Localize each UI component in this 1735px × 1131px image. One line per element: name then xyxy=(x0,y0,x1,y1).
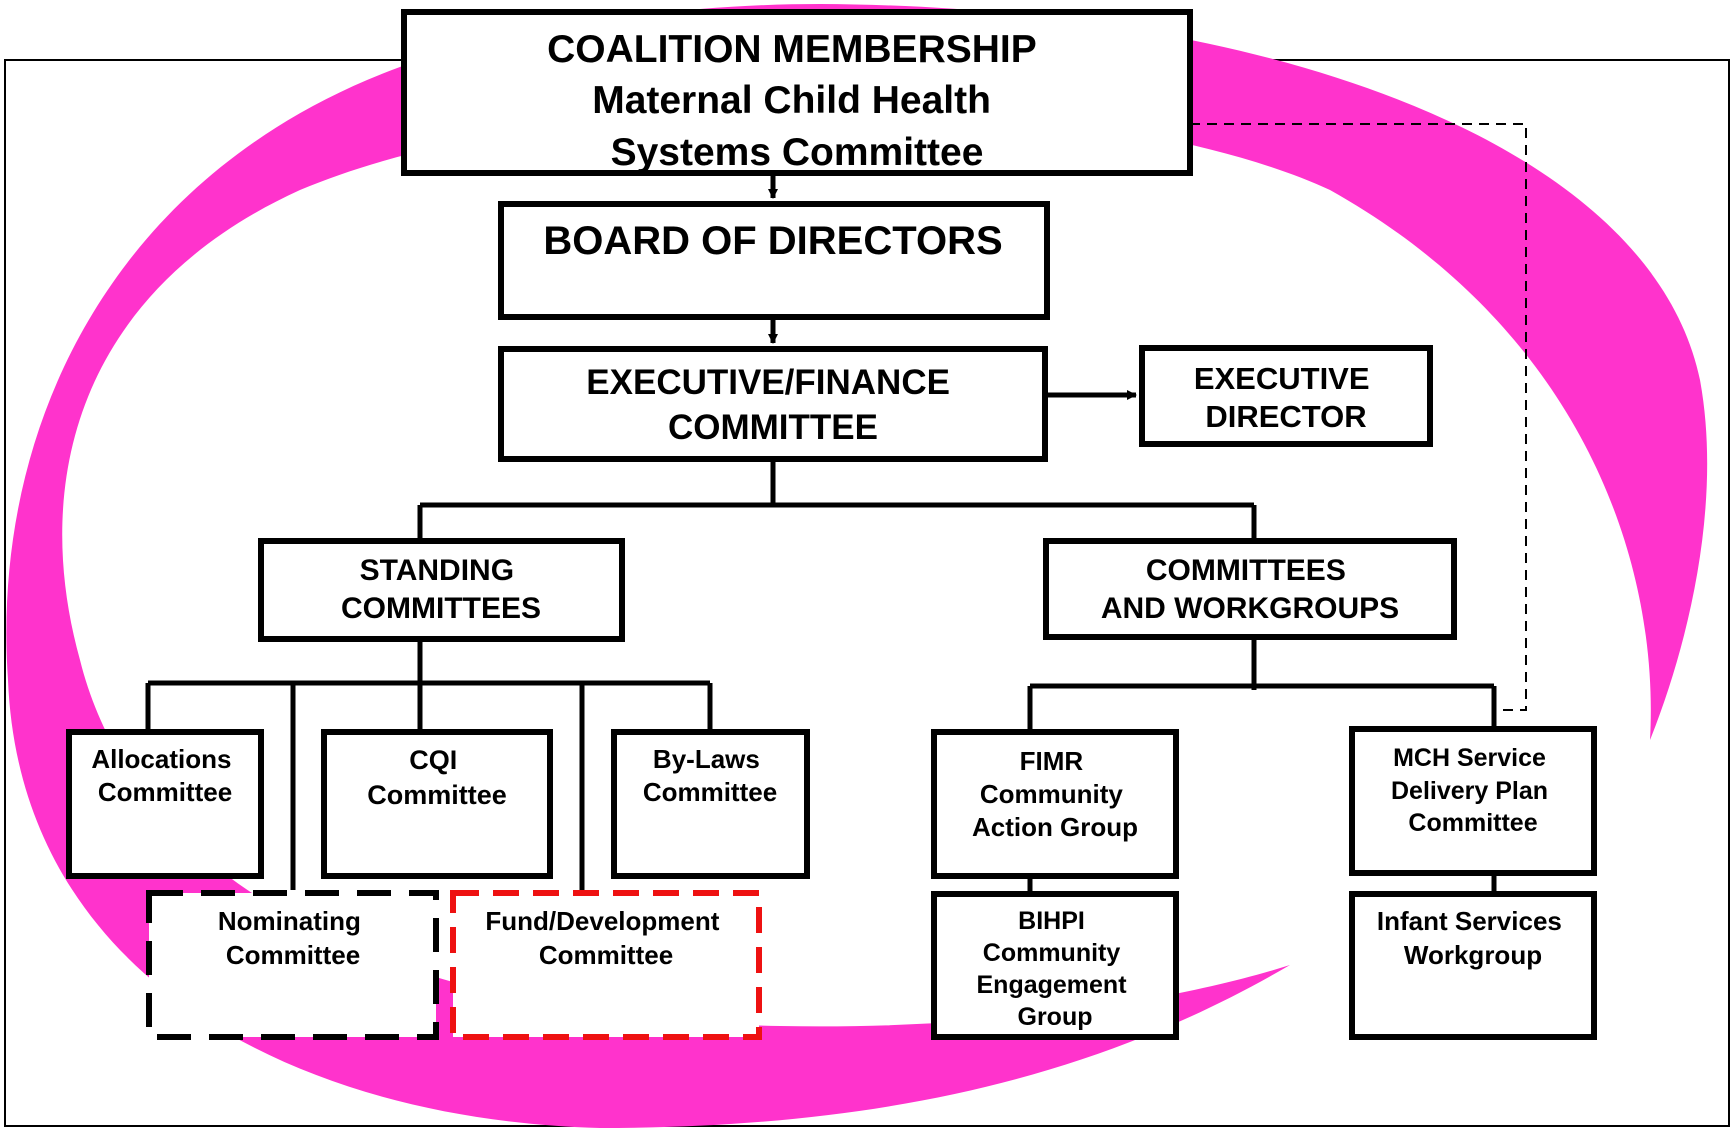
mch-line-2: Delivery Plan xyxy=(1391,777,1548,805)
fimr-line-3: Action Group xyxy=(972,812,1138,842)
board-of-directors-box: BOARD OF DIRECTORS xyxy=(498,201,1050,320)
coalition-line-2: Maternal Child Health xyxy=(592,79,991,122)
bylaws-line-2: Committee xyxy=(643,777,777,807)
cqi-committee-box: CQI Committee xyxy=(321,729,553,879)
nominating-committee-box: Nominating Committee xyxy=(146,890,439,1040)
standing-line-2: COMMITTEES xyxy=(341,592,541,625)
svg-text:MCH Service Delivery Pla: MCH Service Delivery Plan Committee xyxy=(1391,744,1555,837)
coalition-membership-box: COALITION MEMBERSHIP Maternal Child Heal… xyxy=(401,9,1193,176)
bihpi-line-1: BIHPI xyxy=(1018,907,1085,935)
bihpi-line-4: Group xyxy=(1018,1003,1093,1031)
bihpi-group-box: BIHPI Community Engagement Group xyxy=(931,891,1179,1040)
allocations-line-1: Allocations xyxy=(91,744,231,774)
allocations-line-2: Committee xyxy=(98,777,232,807)
nominating-line-2: Committee xyxy=(226,940,360,970)
exec-director-line-1: EXECUTIVE xyxy=(1194,361,1370,396)
coalition-line-3: Systems Committee xyxy=(611,131,984,174)
connector-standing-branches xyxy=(145,640,713,890)
dashed-link-mch-coalition xyxy=(1190,123,1527,711)
cqi-line-1: CQI xyxy=(409,745,457,775)
exec-finance-line-2: COMMITTEE xyxy=(668,408,878,447)
fimr-line-2: Community xyxy=(980,779,1124,809)
workgroups-line-2: AND WORKGROUPS xyxy=(1101,592,1399,625)
svg-text:BOARD OF DIRECTORS: BOARD OF DIRECTORS xyxy=(543,219,1002,263)
nominating-line-1: Nominating xyxy=(218,906,361,936)
svg-text:Infant Services Workgrou: Infant Services Workgroup xyxy=(1377,906,1569,970)
board-label: BOARD OF DIRECTORS xyxy=(543,219,1002,263)
workgroups-line-1: COMMITTEES xyxy=(1146,554,1346,587)
svg-text:Nominating Committee: Nominating Committee xyxy=(218,906,368,970)
fund-development-committee-box: Fund/Development Committee xyxy=(450,890,762,1040)
bylaws-line-1: By-Laws xyxy=(653,744,760,774)
cqi-line-2: Committee xyxy=(367,780,507,810)
svg-text:STANDING COMMITTEES: STANDING COMMITTEES xyxy=(341,554,541,625)
fund-line-2: Committee xyxy=(539,940,673,970)
infant-services-workgroup-box: Infant Services Workgroup xyxy=(1349,891,1597,1040)
mch-service-committee-box: MCH Service Delivery Plan Committee xyxy=(1349,726,1597,876)
mch-line-1: MCH Service xyxy=(1393,744,1546,772)
infant-line-1: Infant Services xyxy=(1377,906,1562,936)
bihpi-line-3: Engagement xyxy=(977,971,1128,999)
connector-exec-split xyxy=(417,460,1257,540)
committees-workgroups-box: COMMITTEES AND WORKGROUPS xyxy=(1043,538,1457,640)
allocations-committee-box: Allocations Committee xyxy=(66,729,264,879)
mch-line-3: Committee xyxy=(1408,809,1537,837)
executive-director-box: EXECUTIVE DIRECTOR xyxy=(1139,345,1433,447)
svg-text:EXECUTIVE/FINANCE COMMIT: EXECUTIVE/FINANCE COMMITTEE xyxy=(586,363,959,447)
fimr-group-box: FIMR Community Action Group xyxy=(931,729,1179,879)
coalition-line-1: COALITION MEMBERSHIP xyxy=(547,28,1036,71)
exec-finance-line-1: EXECUTIVE/FINANCE xyxy=(586,363,950,402)
svg-text:BIHPI Community En: BIHPI Community Engagement Group xyxy=(977,907,1134,1031)
svg-text:Fund/Development Committ: Fund/Development Committee xyxy=(485,906,726,970)
connector-workgroup-branches xyxy=(1027,640,1497,731)
svg-text:By-Laws Committee: By-Laws Committee xyxy=(643,744,777,807)
fimr-line-1: FIMR xyxy=(1020,746,1084,776)
svg-text:CQI Committee: CQI Committee xyxy=(367,745,507,810)
svg-text:COALITION MEMBERSHIP Mat: COALITION MEMBERSHIP Maternal Child Heal… xyxy=(547,28,1047,174)
svg-text:Allocations Committee: Allocations Committee xyxy=(91,744,238,807)
svg-text:EXECUTIVE DIRECTOR: EXECUTIVE DIRECTOR xyxy=(1194,361,1378,434)
infant-line-2: Workgroup xyxy=(1404,940,1542,970)
exec-director-line-2: DIRECTOR xyxy=(1205,399,1366,434)
standing-committees-box: STANDING COMMITTEES xyxy=(258,538,625,642)
svg-text:COMMITTEES AND WORKGROUP: COMMITTEES AND WORKGROUPS xyxy=(1101,554,1399,625)
fund-line-1: Fund/Development xyxy=(485,906,719,936)
standing-line-1: STANDING xyxy=(360,554,514,587)
bylaws-committee-box: By-Laws Committee xyxy=(611,729,810,879)
bihpi-line-2: Community xyxy=(983,939,1121,967)
svg-text:FIMR Community Act: FIMR Community Action Group xyxy=(972,746,1138,842)
executive-finance-box: EXECUTIVE/FINANCE COMMITTEE xyxy=(498,346,1048,462)
